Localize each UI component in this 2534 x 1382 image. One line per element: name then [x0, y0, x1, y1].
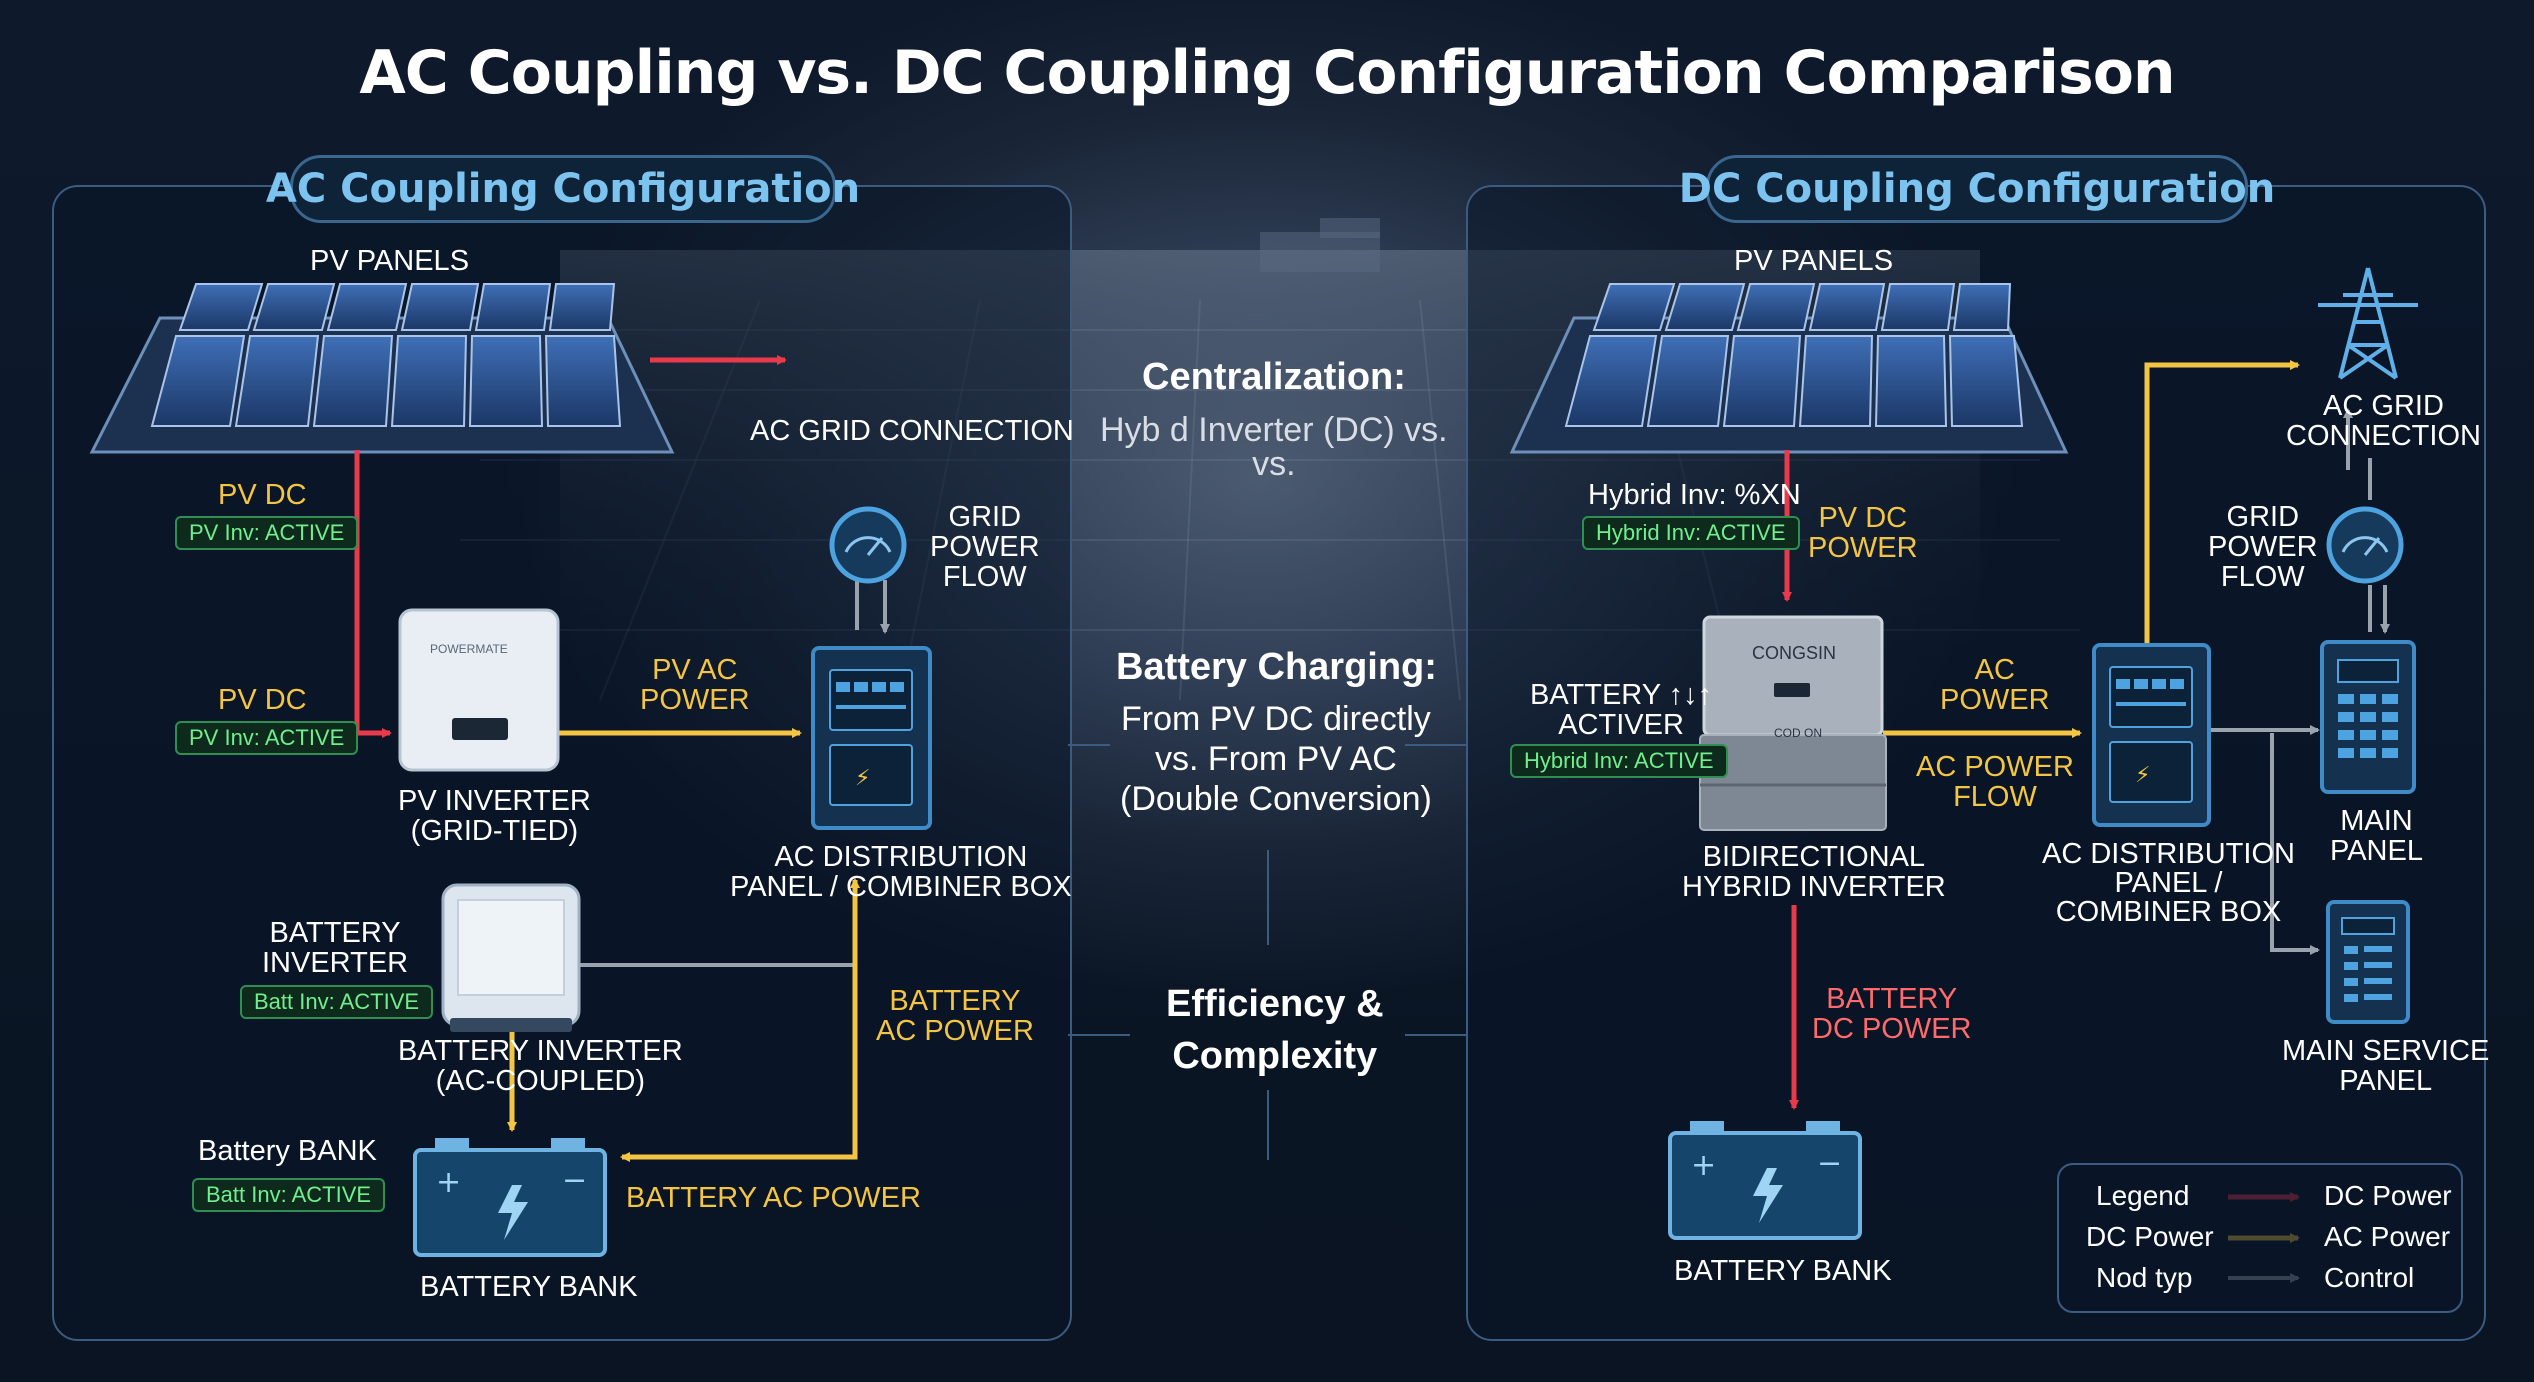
battery-bank-icon-right: + − [1668, 1121, 1862, 1240]
battery-charging-heading: Battery Charging: [1116, 646, 1437, 688]
grid-meter-icon-right [2326, 506, 2404, 584]
svg-text:−: − [562, 1163, 587, 1198]
legend-dc-power-row-label: DC Power [2086, 1221, 2214, 1252]
pv-inverter-caption: PV INVERTER(GRID-TIED) [398, 785, 591, 847]
legend-node-type-label: Nod typ [2096, 1262, 2193, 1293]
centralization-body: Hyb d Inverter (DC) vs.vs. [1100, 411, 1448, 483]
ac-grid-connection-label: AC GRID CONNECTION [750, 415, 1074, 447]
inverter-brand-small-label: COD ON [1774, 726, 1822, 740]
ac-pv-dc-label-1: PV DC [218, 479, 307, 511]
legend-box [2057, 1163, 2463, 1313]
legend-ac-power-label: AC Power [2324, 1221, 2451, 1252]
battery-inverter-device [441, 883, 581, 1032]
battery-bank-caption-left: BATTERY BANK [420, 1271, 638, 1303]
legend-title: Legend [2096, 1180, 2190, 1211]
svg-text:+: + [1691, 1148, 1716, 1183]
efficiency-complexity-label: Efficiency &Complexity [1166, 983, 1384, 1077]
hybrid-inv-active-badge-2: Hybrid Inv: ACTIVE [1510, 744, 1728, 778]
pv-inverter-device: POWERMATE [398, 608, 560, 772]
page-title: AC Coupling vs. DC Coupling Configuratio… [359, 38, 2175, 108]
battery-bank-label-left: Battery BANK [198, 1135, 377, 1167]
ac-pv-panels-label: PV PANELS [310, 245, 470, 277]
ac-pv-panel-array [89, 283, 675, 454]
dc-pv-panel-array [1509, 283, 2069, 454]
svg-text:⚡: ⚡ [855, 766, 870, 791]
ac-section-header: AC Coupling Configuration [266, 155, 860, 223]
hybrid-inverter-device [1699, 615, 1887, 831]
legend-dc-power-label: DC Power [2324, 1180, 2452, 1211]
main-panel-device [2320, 640, 2416, 794]
grid-meter-icon-left [829, 506, 907, 584]
battery-inverter-caption: BATTERY INVERTER(AC-COUPLED) [398, 1035, 683, 1097]
ac-pv-inv-active-badge-2: PV Inv: ACTIVE [175, 721, 359, 755]
inverter-brand-label: CONGSIN [1752, 643, 1837, 663]
battery-active-label: BATTERY ↑↓↑ACTIVER [1530, 679, 1713, 741]
ac-distribution-panel-left: ⚡ [811, 646, 932, 830]
svg-text:+: + [436, 1165, 461, 1200]
dc-pv-panels-label: PV PANELS [1734, 245, 1894, 277]
ac-pv-dc-label-2: PV DC [218, 684, 307, 716]
battery-ac-power-label-2: BATTERY AC POWER [626, 1182, 921, 1214]
battery-bank-caption-right: BATTERY BANK [1674, 1255, 1892, 1287]
batt-inv-active-badge-1: Batt Inv: ACTIVE [240, 985, 434, 1019]
battery-bank-icon-left: + − [413, 1138, 607, 1257]
svg-text:POWERMATE: POWERMATE [430, 642, 508, 656]
hybrid-inv-active-badge-1: Hybrid Inv: ACTIVE [1582, 516, 1800, 550]
batt-inv-active-badge-2: Batt Inv: ACTIVE [192, 1178, 386, 1212]
svg-text:−: − [1817, 1146, 1842, 1181]
centralization-heading: Centralization: [1142, 356, 1406, 398]
dc-section-header: DC Coupling Configuration [1679, 155, 2275, 223]
main-service-panel-device [2326, 900, 2410, 1024]
legend-control-label: Control [2324, 1262, 2415, 1293]
hybrid-inv-status-label: Hybrid Inv: %XN [1588, 479, 1801, 511]
ac-distribution-panel-right: ⚡ [2092, 643, 2211, 827]
transmission-tower-icon [2318, 267, 2418, 380]
ac-pv-inv-active-badge-1: PV Inv: ACTIVE [175, 516, 359, 550]
svg-text:⚡: ⚡ [2135, 763, 2150, 788]
